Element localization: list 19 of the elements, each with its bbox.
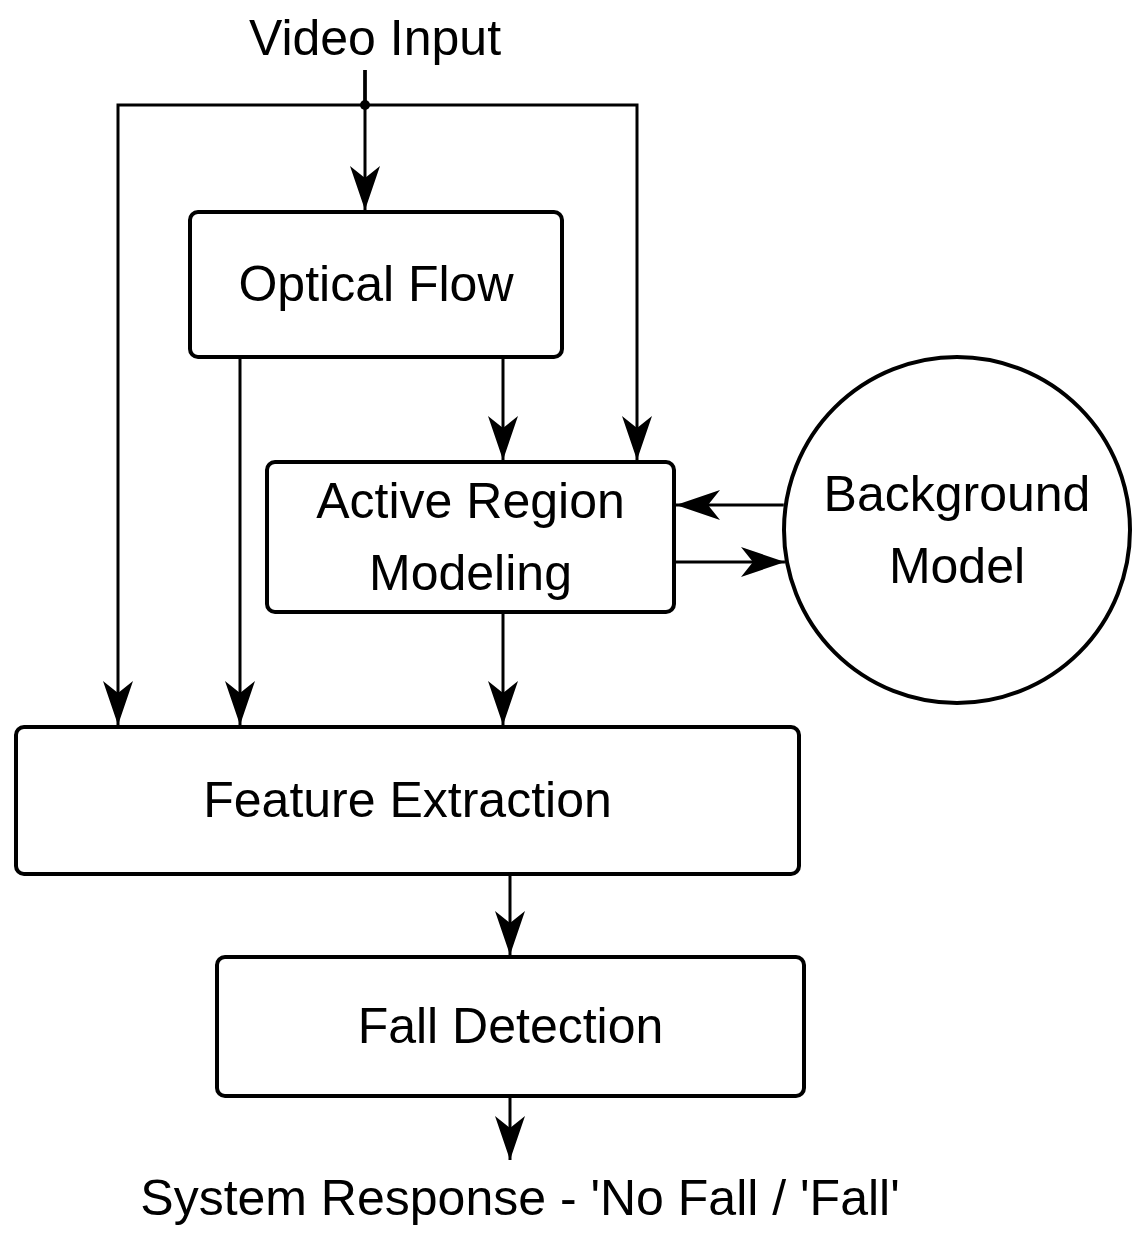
arrow [676, 490, 784, 520]
arrow [488, 359, 518, 460]
node-label: Optical Flow [238, 255, 514, 315]
arrow [676, 547, 785, 577]
process-box [215, 955, 806, 1098]
process-box [265, 460, 676, 614]
flow-text: System Response - 'No Fall / 'Fall' [140, 1168, 900, 1228]
node-label: Fall Detection [357, 997, 664, 1057]
node-label: Feature Extraction [203, 771, 612, 831]
arrow [488, 614, 518, 725]
arrow [103, 70, 367, 725]
process-box [14, 725, 801, 876]
node-label: Background Model [822, 464, 1092, 596]
arrow [225, 359, 255, 725]
arrow [495, 1098, 525, 1160]
node-label: Active Region Modeling [315, 471, 626, 603]
arrow [495, 876, 525, 955]
process-box [188, 210, 564, 359]
flow-text: Video Input [248, 8, 502, 68]
